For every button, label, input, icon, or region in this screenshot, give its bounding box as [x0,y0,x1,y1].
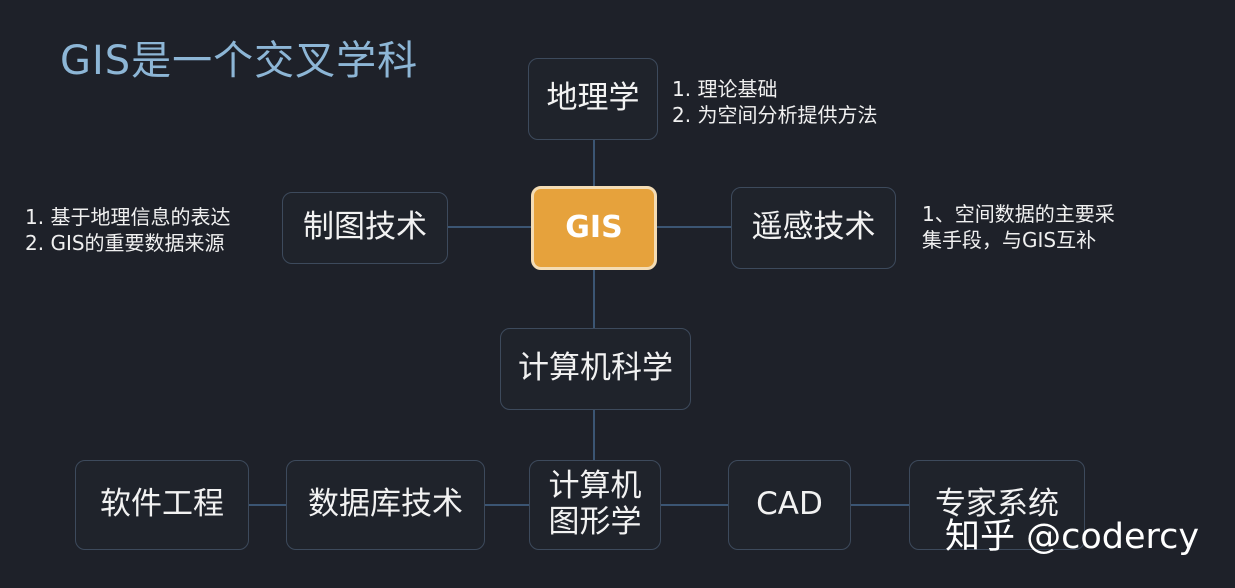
node-graphics: 计算机 图形学 [529,460,661,550]
node-gis: GIS [531,186,657,270]
node-computer-science: 计算机科学 [500,328,691,410]
note-line: 1. 理论基础 [672,77,778,101]
node-software-engineering: 软件工程 [75,460,249,550]
note-line: 2. GIS的重要数据来源 [25,231,225,255]
node-remote-sensing: 遥感技术 [731,187,896,269]
note-line: 2. 为空间分析提供方法 [672,103,878,127]
note-line: 1. 基于地理信息的表达 [25,205,231,229]
node-graphics-line: 计算机 [548,468,642,505]
notes-remote-sensing: 1、空间数据的主要采 集手段，与GIS互补 [922,201,1115,253]
node-cartography: 制图技术 [282,192,448,264]
node-database: 数据库技术 [286,460,485,550]
notes-geography: 1. 理论基础 2. 为空间分析提供方法 [672,76,877,128]
node-cad: CAD [728,460,851,550]
watermark: 知乎 @codercy [945,517,1200,557]
note-line: 集手段，与GIS互补 [922,228,1097,252]
notes-cartography: 1. 基于地理信息的表达 2. GIS的重要数据来源 [25,204,230,256]
node-geography: 地理学 [528,58,658,140]
node-graphics-line: 图形学 [548,504,642,540]
slide-title: GIS是一个交叉学科 [60,38,419,84]
note-line: 1、空间数据的主要采 [922,202,1115,226]
node-expert-system: 专家系统 [909,460,1085,550]
